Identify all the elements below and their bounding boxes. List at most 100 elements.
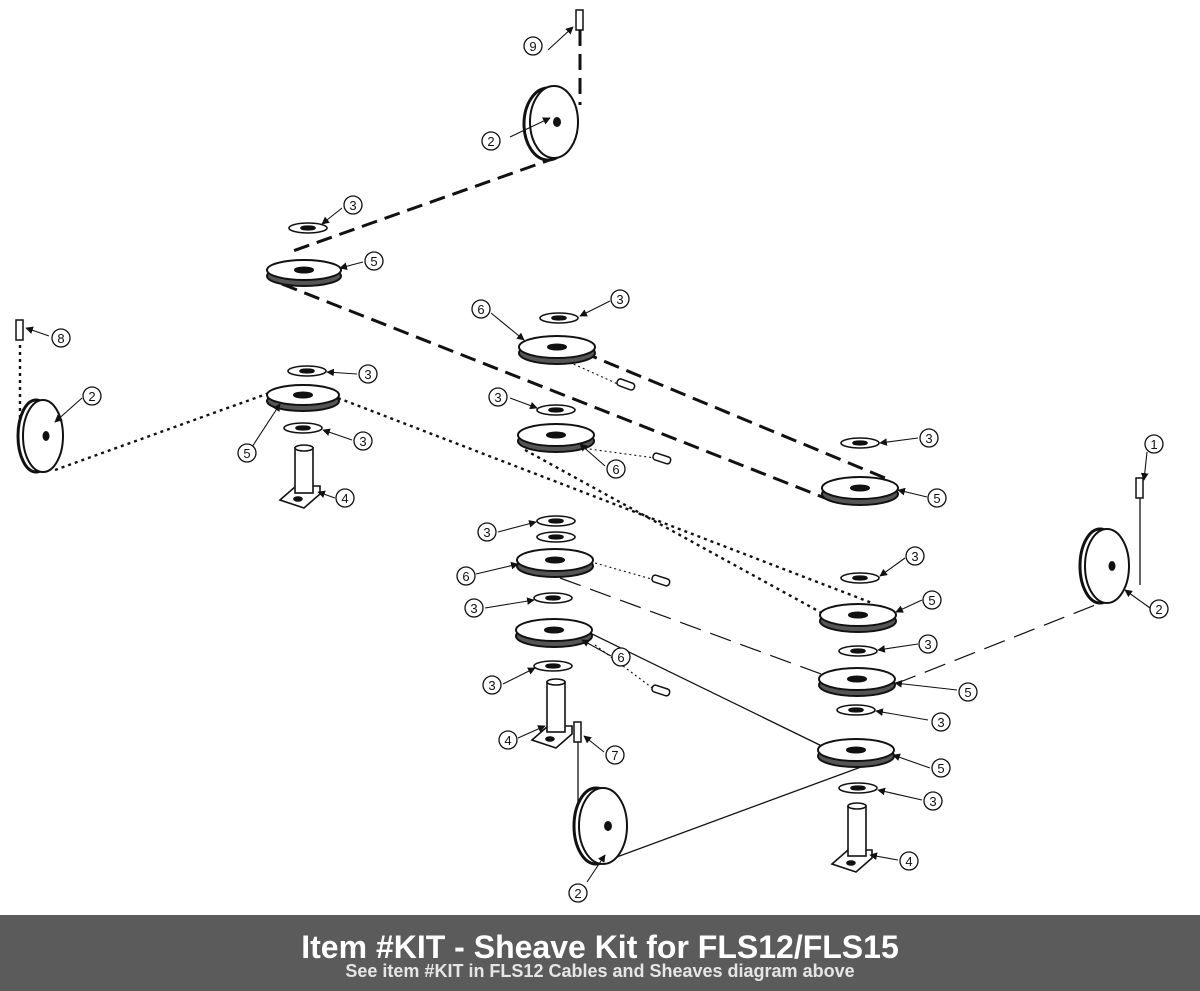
svg-text:6: 6 xyxy=(617,650,624,665)
callout-3: 3 xyxy=(488,387,508,407)
stud-9 xyxy=(575,9,584,31)
svg-text:9: 9 xyxy=(529,39,536,54)
callout-3: 3 xyxy=(0,0,7,3)
washer xyxy=(539,312,579,324)
sheave-flat-6a xyxy=(518,335,596,365)
washer xyxy=(288,222,328,234)
sheave-kit-diagram: 1 2 2 2 2 3 3 3 3 3 3 3 3 3 3 3 3 3 3 4 … xyxy=(0,0,1169,903)
sheave-flat-5f xyxy=(817,738,895,768)
svg-text:5: 5 xyxy=(964,685,971,700)
callout-3: 3 xyxy=(353,431,373,451)
callout-3: 3 xyxy=(919,428,939,448)
callout-3: 3 xyxy=(923,791,943,811)
washer xyxy=(536,515,576,527)
callout-5: 5 xyxy=(958,682,978,702)
callout-5: 5 xyxy=(364,251,384,271)
washer xyxy=(838,782,878,794)
svg-text:3: 3 xyxy=(488,678,495,693)
svg-text:5: 5 xyxy=(933,491,940,506)
washer xyxy=(287,365,327,377)
callout-6: 6 xyxy=(456,566,476,586)
svg-text:7: 7 xyxy=(611,748,618,763)
svg-text:3: 3 xyxy=(359,434,366,449)
callout-4: 4 xyxy=(335,488,355,508)
sheave-flat-5d xyxy=(819,603,897,633)
svg-text:5: 5 xyxy=(928,593,935,608)
callout-3: 3 xyxy=(358,364,378,384)
callout-5: 5 xyxy=(931,758,951,778)
sheave-flat-6c xyxy=(516,548,594,578)
callout-8: 8 xyxy=(51,328,71,348)
svg-text:2: 2 xyxy=(574,886,581,901)
svg-text:3: 3 xyxy=(911,549,918,564)
svg-text:4: 4 xyxy=(341,491,348,506)
callout-3: 3 xyxy=(482,675,502,695)
svg-text:3: 3 xyxy=(937,715,944,730)
sheave-large-left xyxy=(16,398,64,474)
sheave-flat-6b xyxy=(517,423,595,453)
caption-title: Item #KIT - Sheave Kit for FLS12/FLS15 xyxy=(301,929,899,965)
svg-text:3: 3 xyxy=(924,637,931,652)
cable-dotted xyxy=(18,345,873,614)
callout-leaders xyxy=(25,26,1151,883)
stud-8 xyxy=(15,319,24,341)
callout-3: 3 xyxy=(931,712,951,732)
svg-text:4: 4 xyxy=(905,854,912,869)
washer xyxy=(840,437,880,449)
svg-text:2: 2 xyxy=(487,134,494,149)
post-right xyxy=(830,802,873,873)
svg-text:6: 6 xyxy=(612,462,619,477)
svg-text:5: 5 xyxy=(937,761,944,776)
callout-3: 3 xyxy=(343,195,363,215)
svg-text:6: 6 xyxy=(477,302,484,317)
washer xyxy=(838,645,878,657)
svg-text:2: 2 xyxy=(1155,602,1162,617)
sheave-flat-5a xyxy=(266,259,342,287)
svg-text:4: 4 xyxy=(504,733,511,748)
sheave-flat-5c xyxy=(821,476,899,506)
cable-fine-dash xyxy=(559,577,1109,685)
callout-4: 4 xyxy=(498,730,518,750)
washer xyxy=(283,422,323,434)
svg-text:3: 3 xyxy=(349,198,356,213)
callout-1: 1 xyxy=(1144,434,1164,454)
washer xyxy=(536,404,576,416)
post-left xyxy=(278,444,321,509)
callout-9: 9 xyxy=(523,36,543,56)
callout-3: 3 xyxy=(918,634,938,654)
washer xyxy=(533,592,573,604)
washer xyxy=(536,531,576,543)
callout-2: 2 xyxy=(481,131,501,151)
svg-text:5: 5 xyxy=(370,254,377,269)
sheave-flat-6d xyxy=(515,618,593,648)
callout-3: 3 xyxy=(464,598,484,618)
svg-text:6: 6 xyxy=(462,569,469,584)
washer xyxy=(840,572,880,584)
svg-text:1: 1 xyxy=(1150,437,1157,452)
callout-3: 3 xyxy=(610,289,630,309)
callout-2: 2 xyxy=(1149,599,1169,619)
callout-4: 4 xyxy=(899,851,919,871)
callout-3: 3 xyxy=(477,522,497,542)
washer xyxy=(533,660,573,672)
svg-text:3: 3 xyxy=(364,367,371,382)
callout-5: 5 xyxy=(927,488,947,508)
pins xyxy=(616,378,672,697)
callouts: 1 2 2 2 2 3 3 3 3 3 3 3 3 3 3 3 3 3 3 4 … xyxy=(0,0,1169,903)
callout-3: 3 xyxy=(905,546,925,566)
svg-text:3: 3 xyxy=(925,431,932,446)
washer xyxy=(836,704,876,716)
caption-subtitle: See item #KIT in FLS12 Cables and Sheave… xyxy=(345,961,855,981)
callout-7: 7 xyxy=(605,745,625,765)
stud-1 xyxy=(1135,477,1144,499)
svg-text:3: 3 xyxy=(929,794,936,809)
svg-text:3: 3 xyxy=(616,292,623,307)
svg-text:8: 8 xyxy=(57,331,64,346)
cable-upper-long-dash xyxy=(281,30,886,502)
sheave-flat-5b xyxy=(266,384,340,412)
sheave-large-top xyxy=(522,85,579,162)
sheave-flat-5e xyxy=(818,667,896,697)
callout-2: 2 xyxy=(82,386,102,406)
stud-7 xyxy=(573,721,582,743)
